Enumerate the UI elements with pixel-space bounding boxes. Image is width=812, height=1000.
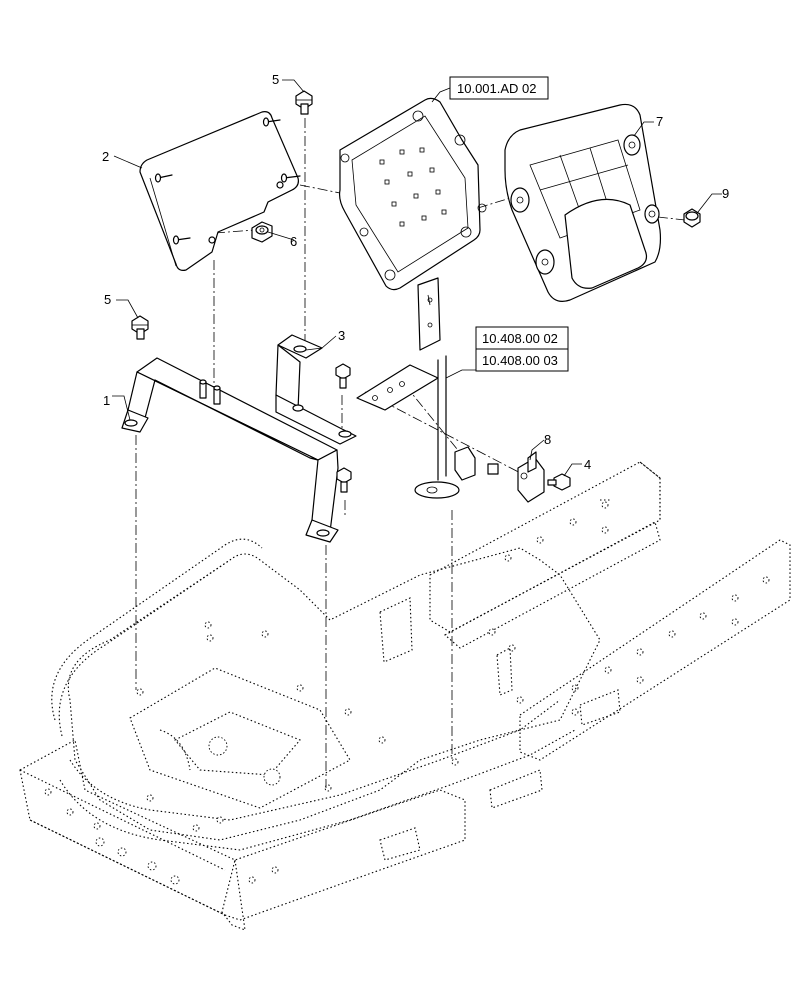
ecu-pins (379, 147, 447, 227)
part-4-screw (547, 473, 571, 491)
part-2-mounting-plate (139, 111, 301, 271)
relay-component (454, 446, 499, 481)
callout-2: 2 (102, 149, 109, 164)
part-7-ecu-cover (504, 103, 662, 302)
ref-label-10-001-ad-02: 10.001.AD 02 (457, 81, 537, 96)
ref-box-10-408-00-02[interactable]: 10.408.00 02 (475, 326, 569, 350)
part-6-nut (251, 221, 273, 243)
machine-frame (19, 461, 791, 931)
callout-7: 7 (656, 114, 663, 129)
ecu-module (338, 97, 487, 291)
callout-1: 1 (103, 393, 110, 408)
reference-boxes: 10.001.AD 02 10.408.00 02 10.408.00 03 (449, 76, 569, 372)
part-5-bolt-left (131, 315, 149, 340)
callout-9: 9 (722, 186, 729, 201)
part-9-nut (683, 208, 701, 228)
ref-label-10-408-00-03: 10.408.00 03 (482, 353, 558, 368)
ref-box-10-408-00-03[interactable]: 10.408.00 03 (475, 348, 569, 372)
callout-6: 6 (290, 234, 297, 249)
callout-8: 8 (544, 432, 551, 447)
relay-bracket (356, 277, 460, 499)
ref-box-10-001-ad-02[interactable]: 10.001.AD 02 (449, 76, 549, 100)
part-1-large-bracket (121, 357, 339, 543)
ref-label-10-408-00-02: 10.408.00 02 (482, 331, 558, 346)
small-bolts (335, 363, 352, 493)
callout-5-top: 5 (272, 72, 279, 87)
part-3-small-bracket (275, 334, 357, 445)
callout-3: 3 (338, 328, 345, 343)
callout-5-left: 5 (104, 292, 111, 307)
part-8-clip (517, 451, 545, 503)
part-5-bolt-top (295, 90, 313, 115)
leader-lines (112, 79, 722, 477)
callout-4: 4 (584, 457, 591, 472)
callout-labels: 1 2 3 4 5 5 6 7 8 9 (102, 72, 729, 472)
stud-set (154, 117, 301, 245)
